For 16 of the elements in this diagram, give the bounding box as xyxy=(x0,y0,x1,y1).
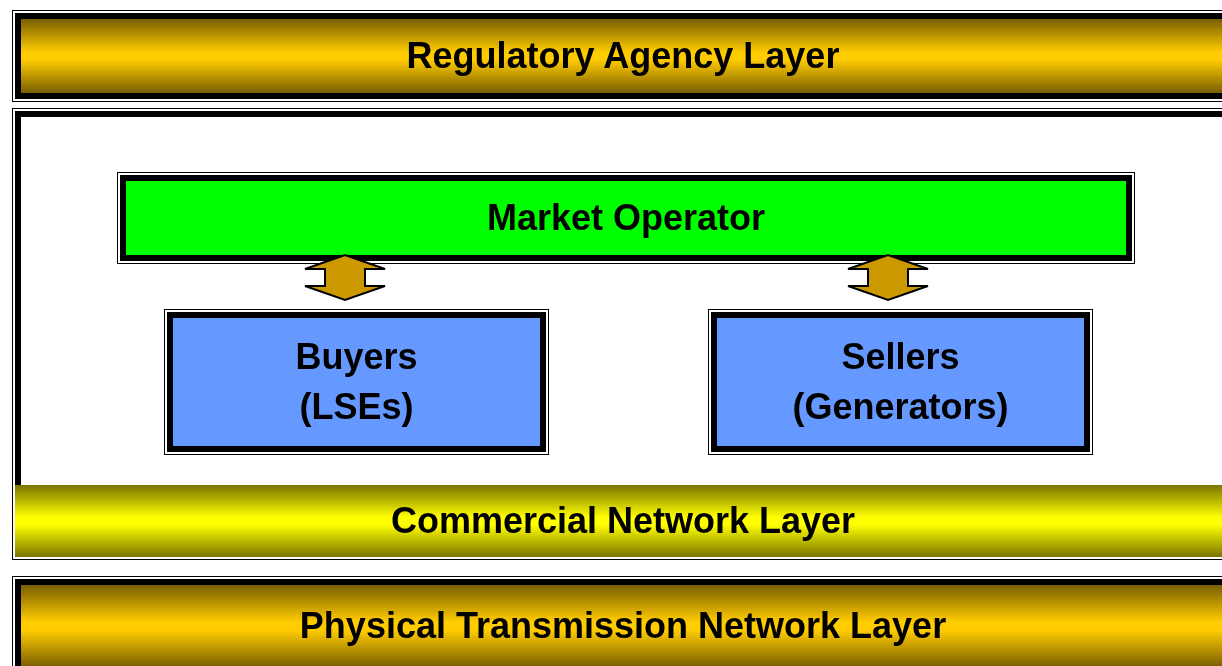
node-label: Buyers xyxy=(295,334,418,379)
double-arrow xyxy=(304,253,386,302)
layer-band xyxy=(12,576,1222,666)
layer-frame xyxy=(12,108,1222,560)
node-label: (Generators) xyxy=(792,385,1009,429)
node-label: Physical Transmission Network Layer xyxy=(299,603,947,648)
node-label: Commercial Network Layer xyxy=(390,498,856,543)
node-label: Market Operator xyxy=(486,195,766,240)
double-arrow xyxy=(847,253,929,302)
node-label: Sellers xyxy=(841,334,960,379)
operator-box xyxy=(117,172,1135,264)
participant-box xyxy=(708,309,1093,455)
participant-box xyxy=(164,309,549,455)
node-label: Regulatory Agency Layer xyxy=(406,33,840,78)
node-label: (LSEs) xyxy=(299,385,414,429)
layer-band xyxy=(12,10,1222,102)
